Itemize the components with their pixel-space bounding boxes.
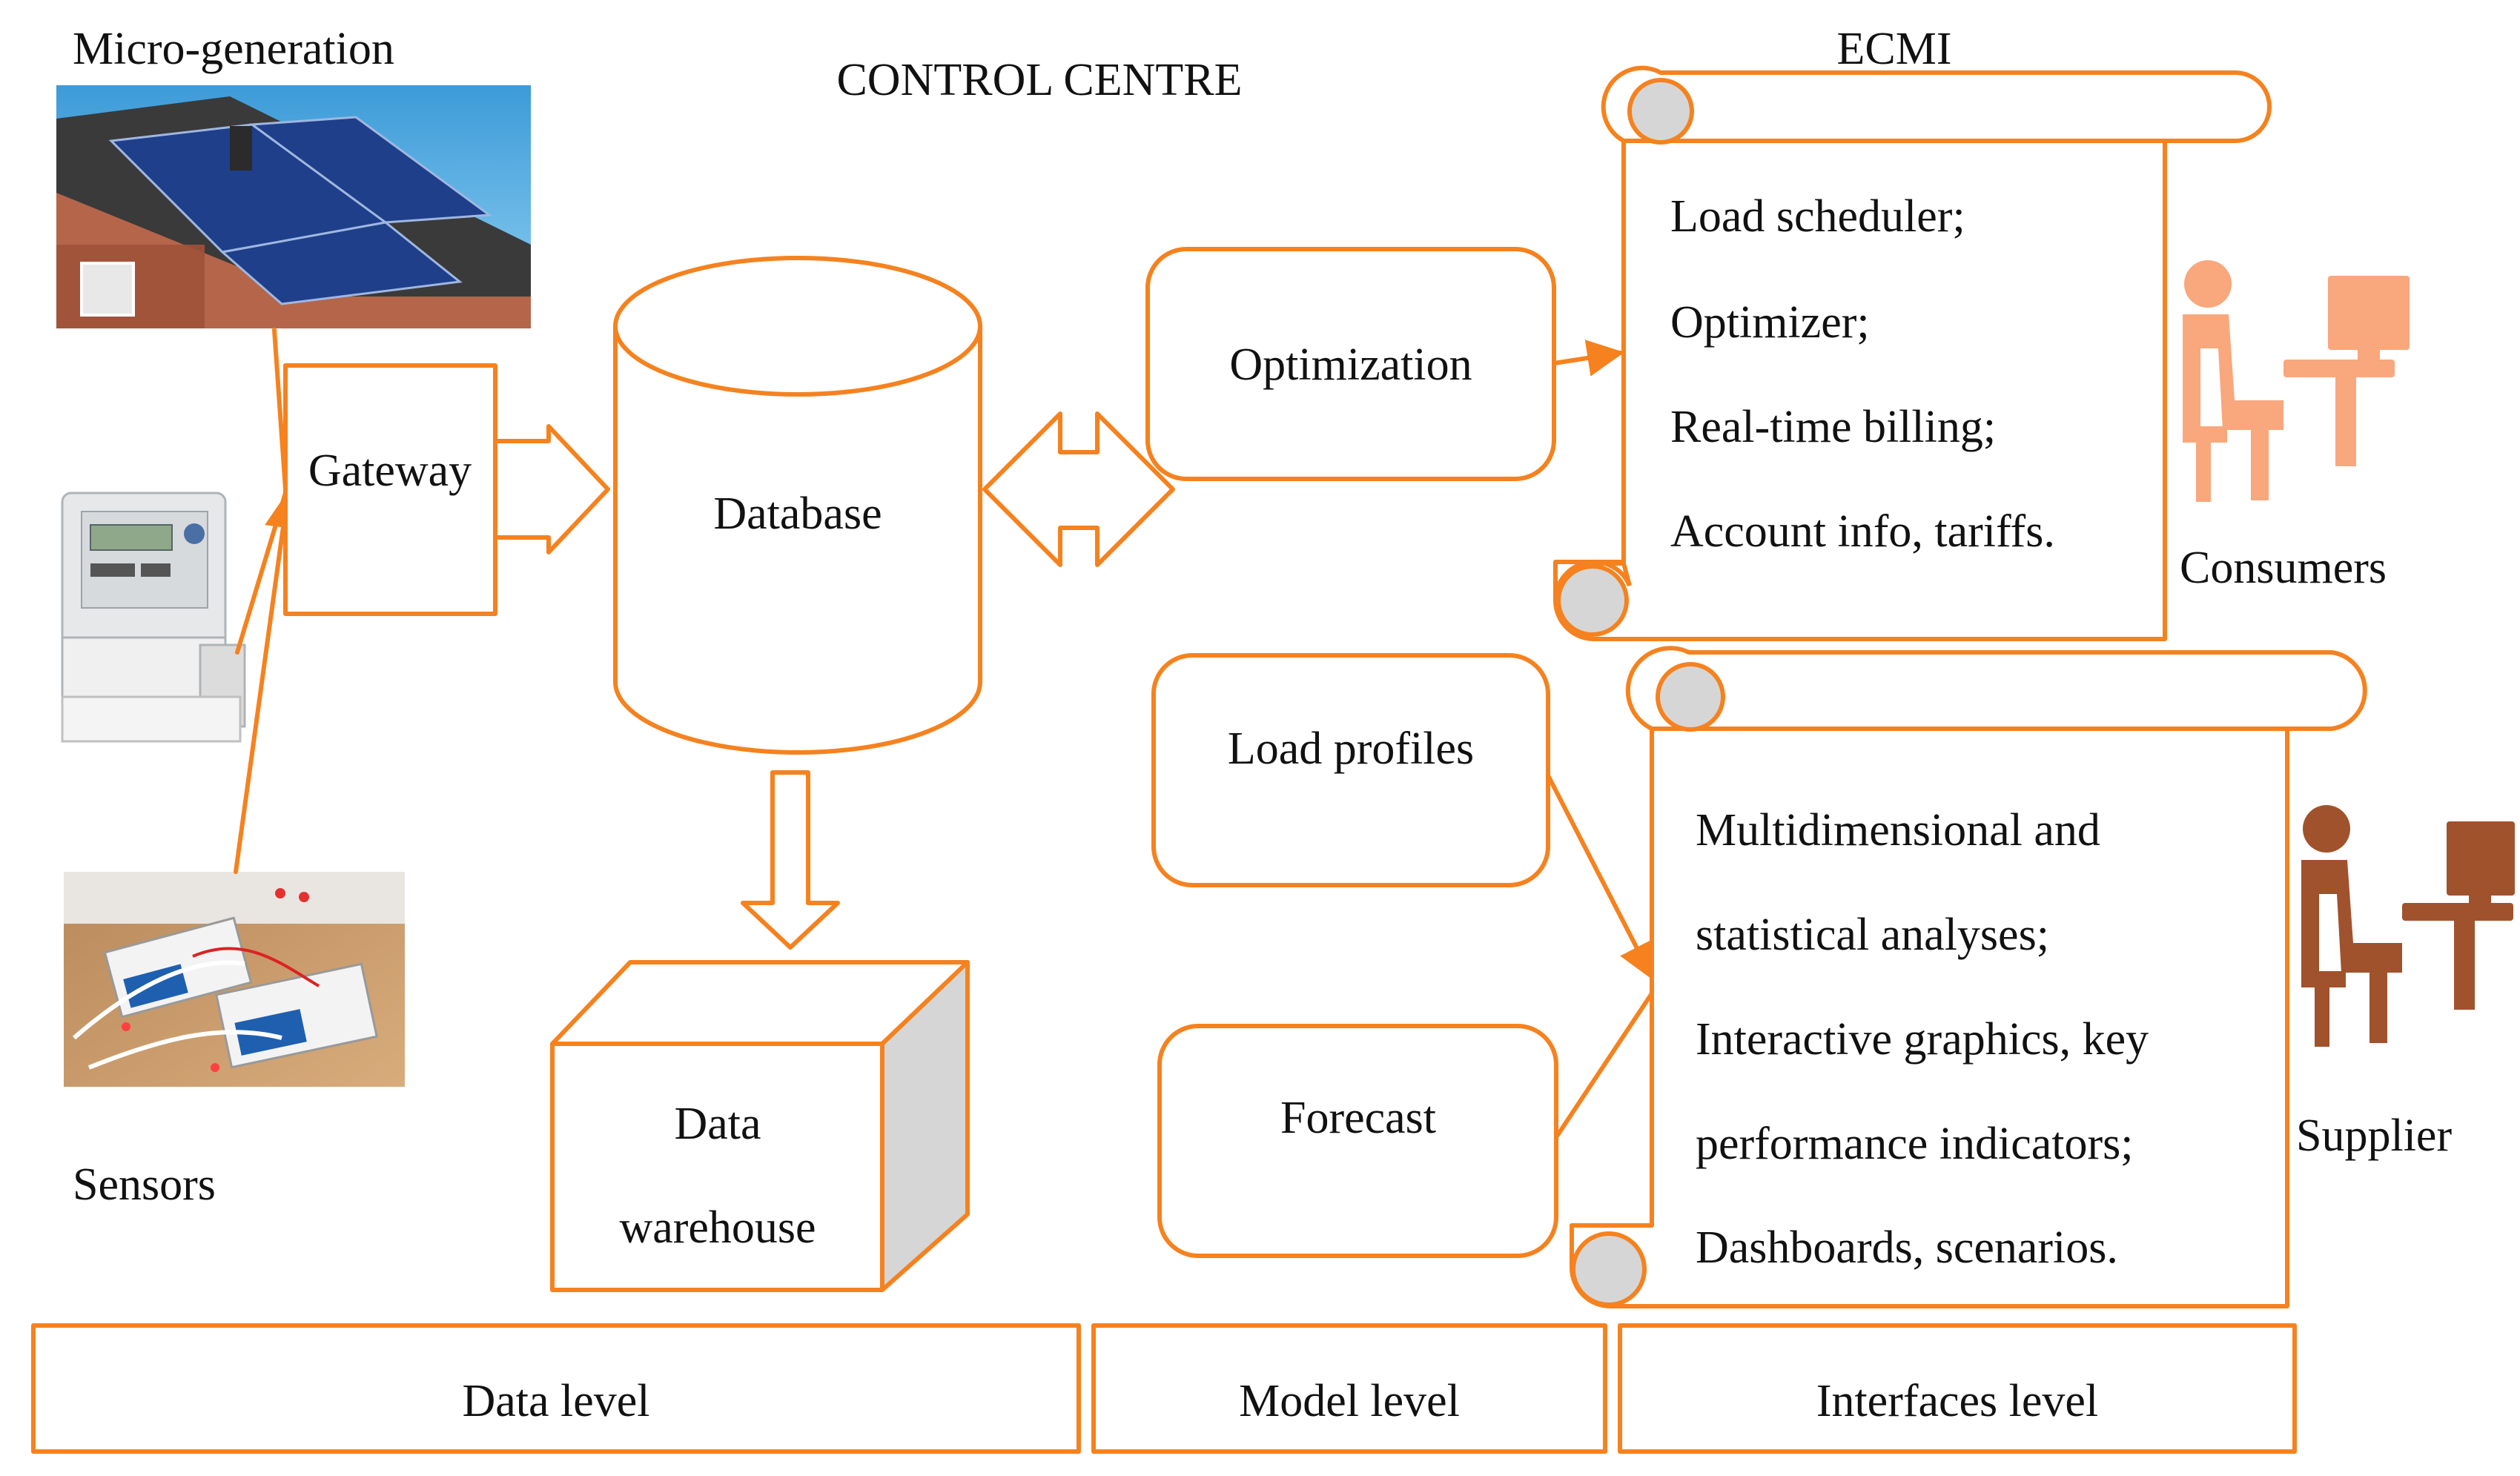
solar-roof-photo (56, 85, 531, 328)
level-bar: Data level Model level Interfaces level (31, 1323, 2297, 1454)
consumer-scroll-panel: Load scheduler; Optimizer; Real-time bil… (1553, 65, 2272, 641)
forecast-label: Forecast (1280, 1093, 1436, 1143)
data-warehouse-node: Data warehouse (550, 960, 970, 1292)
consumer-item-1: Load scheduler; (1670, 191, 1965, 242)
forecast-node: Forecast (1157, 1024, 1558, 1258)
consumer-item-2: Optimizer; (1670, 297, 1870, 348)
database-node: Database (613, 256, 982, 755)
data-level-label: Data level (462, 1376, 649, 1426)
data-warehouse-label-line1: Data (674, 1099, 761, 1149)
source-connectors (234, 328, 302, 874)
interfaces-level-label: Interfaces level (1816, 1376, 2098, 1426)
supplier-item-3: Interactive graphics, key (1696, 1014, 2149, 1065)
supplier-item-5: Dashboards, scenarios. (1696, 1222, 2118, 1273)
gateway-to-database-arrow (493, 424, 610, 555)
load-profiles-node: Load profiles (1151, 653, 1550, 887)
gateway-label: Gateway (308, 446, 472, 496)
smart-meter-photo (61, 492, 246, 743)
micro-generation-heading: Micro-generation (73, 24, 394, 74)
consumer-item-3: Real-time billing; (1670, 402, 1996, 452)
solar-panel-grid (108, 116, 493, 305)
consumer-person-icon (2183, 260, 2410, 502)
supplier-item-1: Multidimensional and (1696, 805, 2100, 856)
sensors-heading: Sensors (73, 1159, 216, 1210)
forecast-to-supplier-arrow (1554, 991, 1654, 1139)
optimization-node: Optimization (1145, 247, 1556, 481)
data-warehouse-label-line2: warehouse (619, 1202, 816, 1253)
supplier-scroll-panel: Multidimensional and statistical analyse… (1570, 646, 2367, 1308)
supplier-label: Supplier (2296, 1111, 2452, 1161)
ecmi-heading: ECMI (1837, 24, 1952, 74)
supplier-item-4: performance indicators; (1696, 1119, 2133, 1169)
supplier-person-icon (2301, 805, 2515, 1047)
database-to-warehouse-arrow (741, 770, 840, 950)
consumers-label: Consumers (2180, 543, 2387, 593)
control-centre-heading: CONTROL CENTRE (836, 55, 1242, 105)
database-optimization-double-arrow (982, 411, 1175, 567)
load-profiles-to-supplier-arrow (1546, 773, 1654, 981)
sensor-boards-photo (64, 872, 405, 1087)
gateway-node: Gateway (283, 363, 497, 616)
database-label: Database (713, 489, 882, 539)
consumer-item-4: Account info, tariffs. (1670, 506, 2055, 557)
model-level-label: Model level (1239, 1376, 1460, 1426)
sensors-to-gateway-line (234, 491, 302, 874)
supplier-item-2: statistical analyses; (1696, 910, 2049, 960)
optimization-label: Optimization (1229, 340, 1472, 390)
optimization-to-ecmi-arrow (1552, 340, 1624, 377)
load-profiles-label: Load profiles (1228, 724, 1474, 774)
